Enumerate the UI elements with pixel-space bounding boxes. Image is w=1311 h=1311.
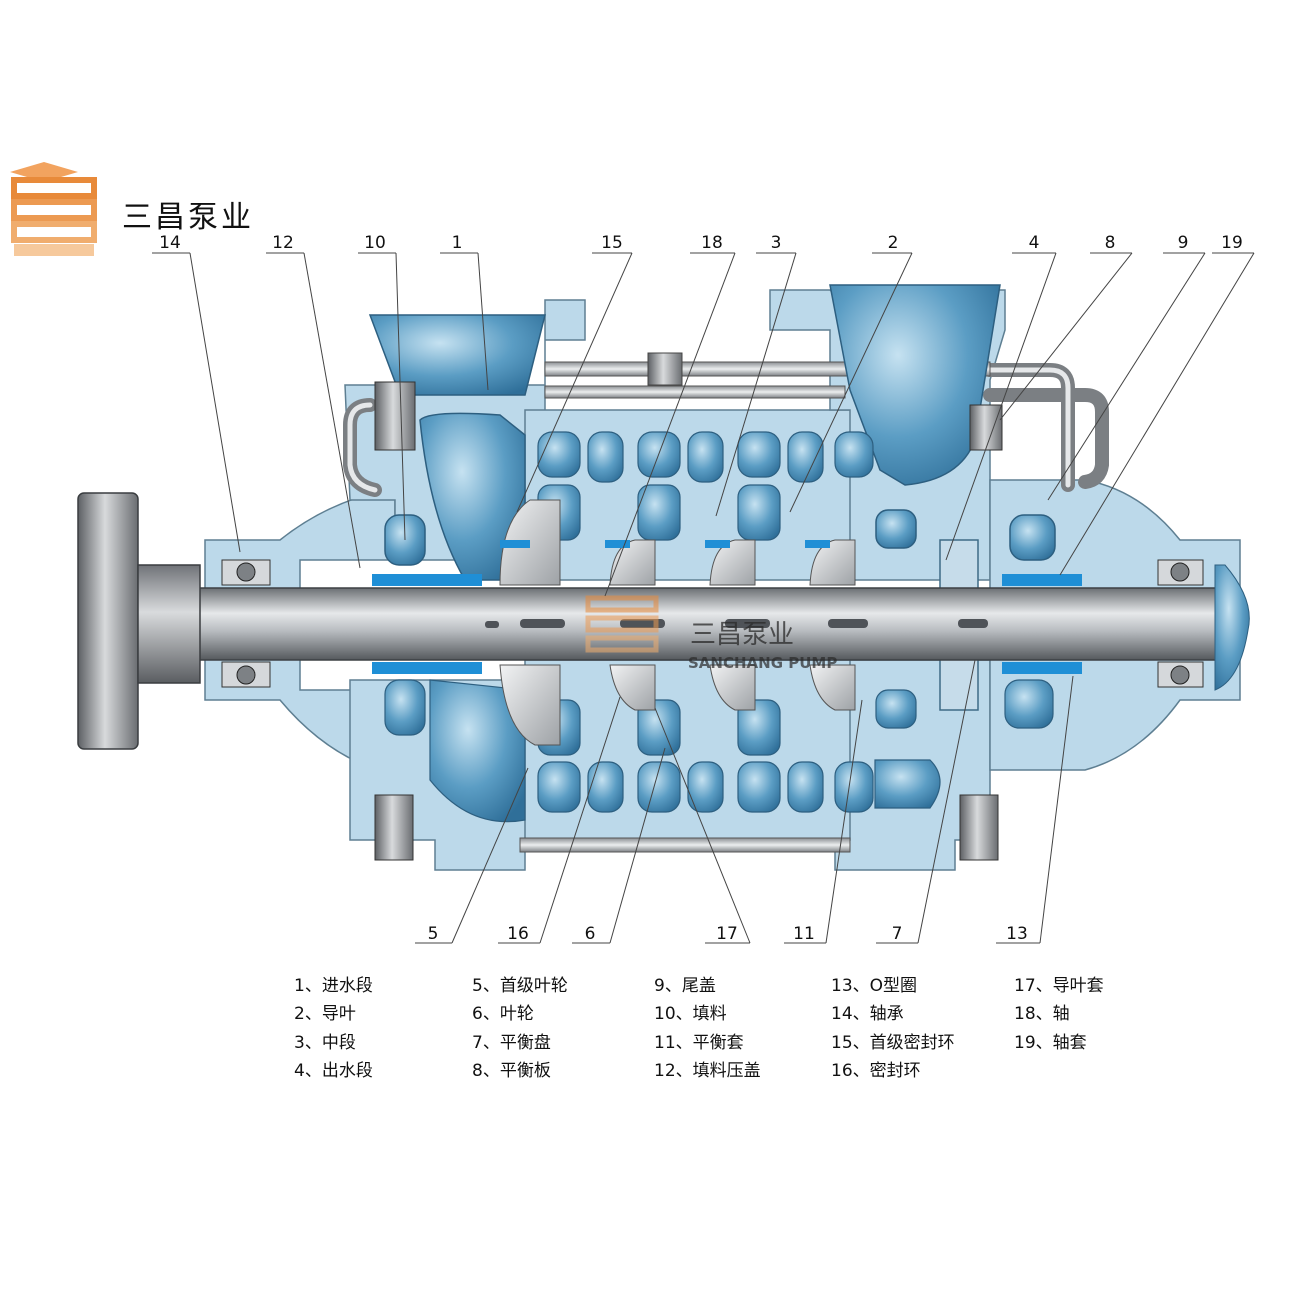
watermark-logo <box>585 595 659 653</box>
leader-line <box>189 252 241 553</box>
callout-number: 12 <box>272 233 294 253</box>
water-passages-upper <box>368 284 1056 581</box>
legend-item: 6、叶轮 <box>472 1004 534 1025</box>
watermark-name: 三昌泵业 <box>690 620 794 650</box>
legend-column-4: 13、O型圈 14、轴承 15、首级密封环 16、密封环 <box>831 972 955 1085</box>
leader-line <box>789 252 913 513</box>
leader-line <box>303 252 361 569</box>
legend-item: 1、进水段 <box>294 976 373 996</box>
coupling-disc <box>77 492 139 750</box>
leader-line <box>1059 252 1255 576</box>
coupling-hub <box>137 564 201 684</box>
callout-number: 5 <box>428 924 439 944</box>
leader-line <box>825 699 863 944</box>
leader-line <box>945 252 1057 561</box>
legend-item: 4、出水段 <box>294 1060 373 1081</box>
leader-line <box>604 252 736 597</box>
legend-item: 13、O型圈 <box>831 976 918 996</box>
callout-number: 4 <box>1029 233 1040 253</box>
legend-column-3: 9、尾盖 10、填料 11、平衡套 12、填料压盖 <box>654 972 761 1085</box>
legend-item: 9、尾盖 <box>654 976 716 996</box>
callout-number: 13 <box>1006 924 1028 944</box>
callout-number: 2 <box>888 233 899 253</box>
callout-number: 14 <box>159 233 181 253</box>
legend-item: 19、轴套 <box>1014 1032 1087 1053</box>
callout-number: 18 <box>701 233 723 253</box>
leader-line <box>654 707 751 944</box>
callout-number: 10 <box>364 233 386 253</box>
legend-item: 15、首级密封环 <box>831 1032 955 1053</box>
callout-number: 17 <box>716 924 738 944</box>
legend-item: 18、轴 <box>1014 1004 1070 1025</box>
legend-item: 17、导叶套 <box>1014 976 1104 996</box>
brand-name: 三昌泵业 <box>122 200 254 235</box>
watermark-en: SANCHANG PUMP <box>688 654 837 672</box>
seal-rings <box>372 540 1082 674</box>
bearing-left <box>221 559 271 688</box>
nut-blocks <box>374 381 1003 861</box>
callout-number: 9 <box>1178 233 1189 253</box>
callout-number: 3 <box>771 233 782 253</box>
callout-number: 7 <box>892 924 903 944</box>
parts-legend: 1、进水段 2、导叶 3、中段 4、出水段 5、首级叶轮 6、叶轮 7、平衡盘 … <box>294 972 1154 1092</box>
callout-layer: 14 12 10 1 15 18 3 2 4 8 9 19 5 16 6 17 11 7 13 <box>152 233 1255 944</box>
legend-column-2: 5、首级叶轮 6、叶轮 7、平衡盘 8、平衡板 <box>472 972 568 1085</box>
legend-item: 5、首级叶轮 <box>472 976 568 996</box>
legend-column-5: 17、导叶套 18、轴 19、轴套 <box>1014 972 1104 1057</box>
legend-item: 7、平衡盘 <box>472 1032 551 1053</box>
callout-number: 8 <box>1105 233 1116 253</box>
legend-item: 2、导叶 <box>294 1004 356 1025</box>
legend-column-1: 1、进水段 2、导叶 3、中段 4、出水段 <box>294 972 373 1085</box>
leader-line <box>516 252 633 513</box>
leader-line <box>999 252 1133 421</box>
legend-item: 8、平衡板 <box>472 1060 551 1081</box>
leader-line <box>451 767 529 944</box>
leader-line <box>395 252 406 541</box>
leader-line <box>917 659 976 944</box>
leader-line <box>1039 675 1074 944</box>
leader-line <box>609 747 666 944</box>
bearing-right <box>1157 559 1204 688</box>
legend-item: 10、填料 <box>654 1004 727 1025</box>
legend-item: 3、中段 <box>294 1032 356 1053</box>
diffuser-stages <box>384 431 1054 823</box>
legend-item: 11、平衡套 <box>654 1032 744 1053</box>
callout-number: 19 <box>1221 233 1243 253</box>
brand-logo <box>10 162 97 256</box>
leader-line <box>1047 252 1206 501</box>
leader-line <box>715 252 797 517</box>
impellers <box>499 499 856 746</box>
callout-number: 1 <box>452 233 463 253</box>
callout-number: 11 <box>793 924 815 944</box>
legend-item: 16、密封环 <box>831 1060 921 1081</box>
tie-bolt-lower <box>519 837 851 853</box>
legend-item: 14、轴承 <box>831 1004 904 1025</box>
callout-number: 16 <box>507 924 529 944</box>
callout-number: 15 <box>601 233 623 253</box>
legend-item: 12、填料压盖 <box>654 1060 761 1081</box>
leader-line <box>477 252 489 391</box>
leader-line <box>539 696 621 944</box>
callout-number: 6 <box>585 924 596 944</box>
